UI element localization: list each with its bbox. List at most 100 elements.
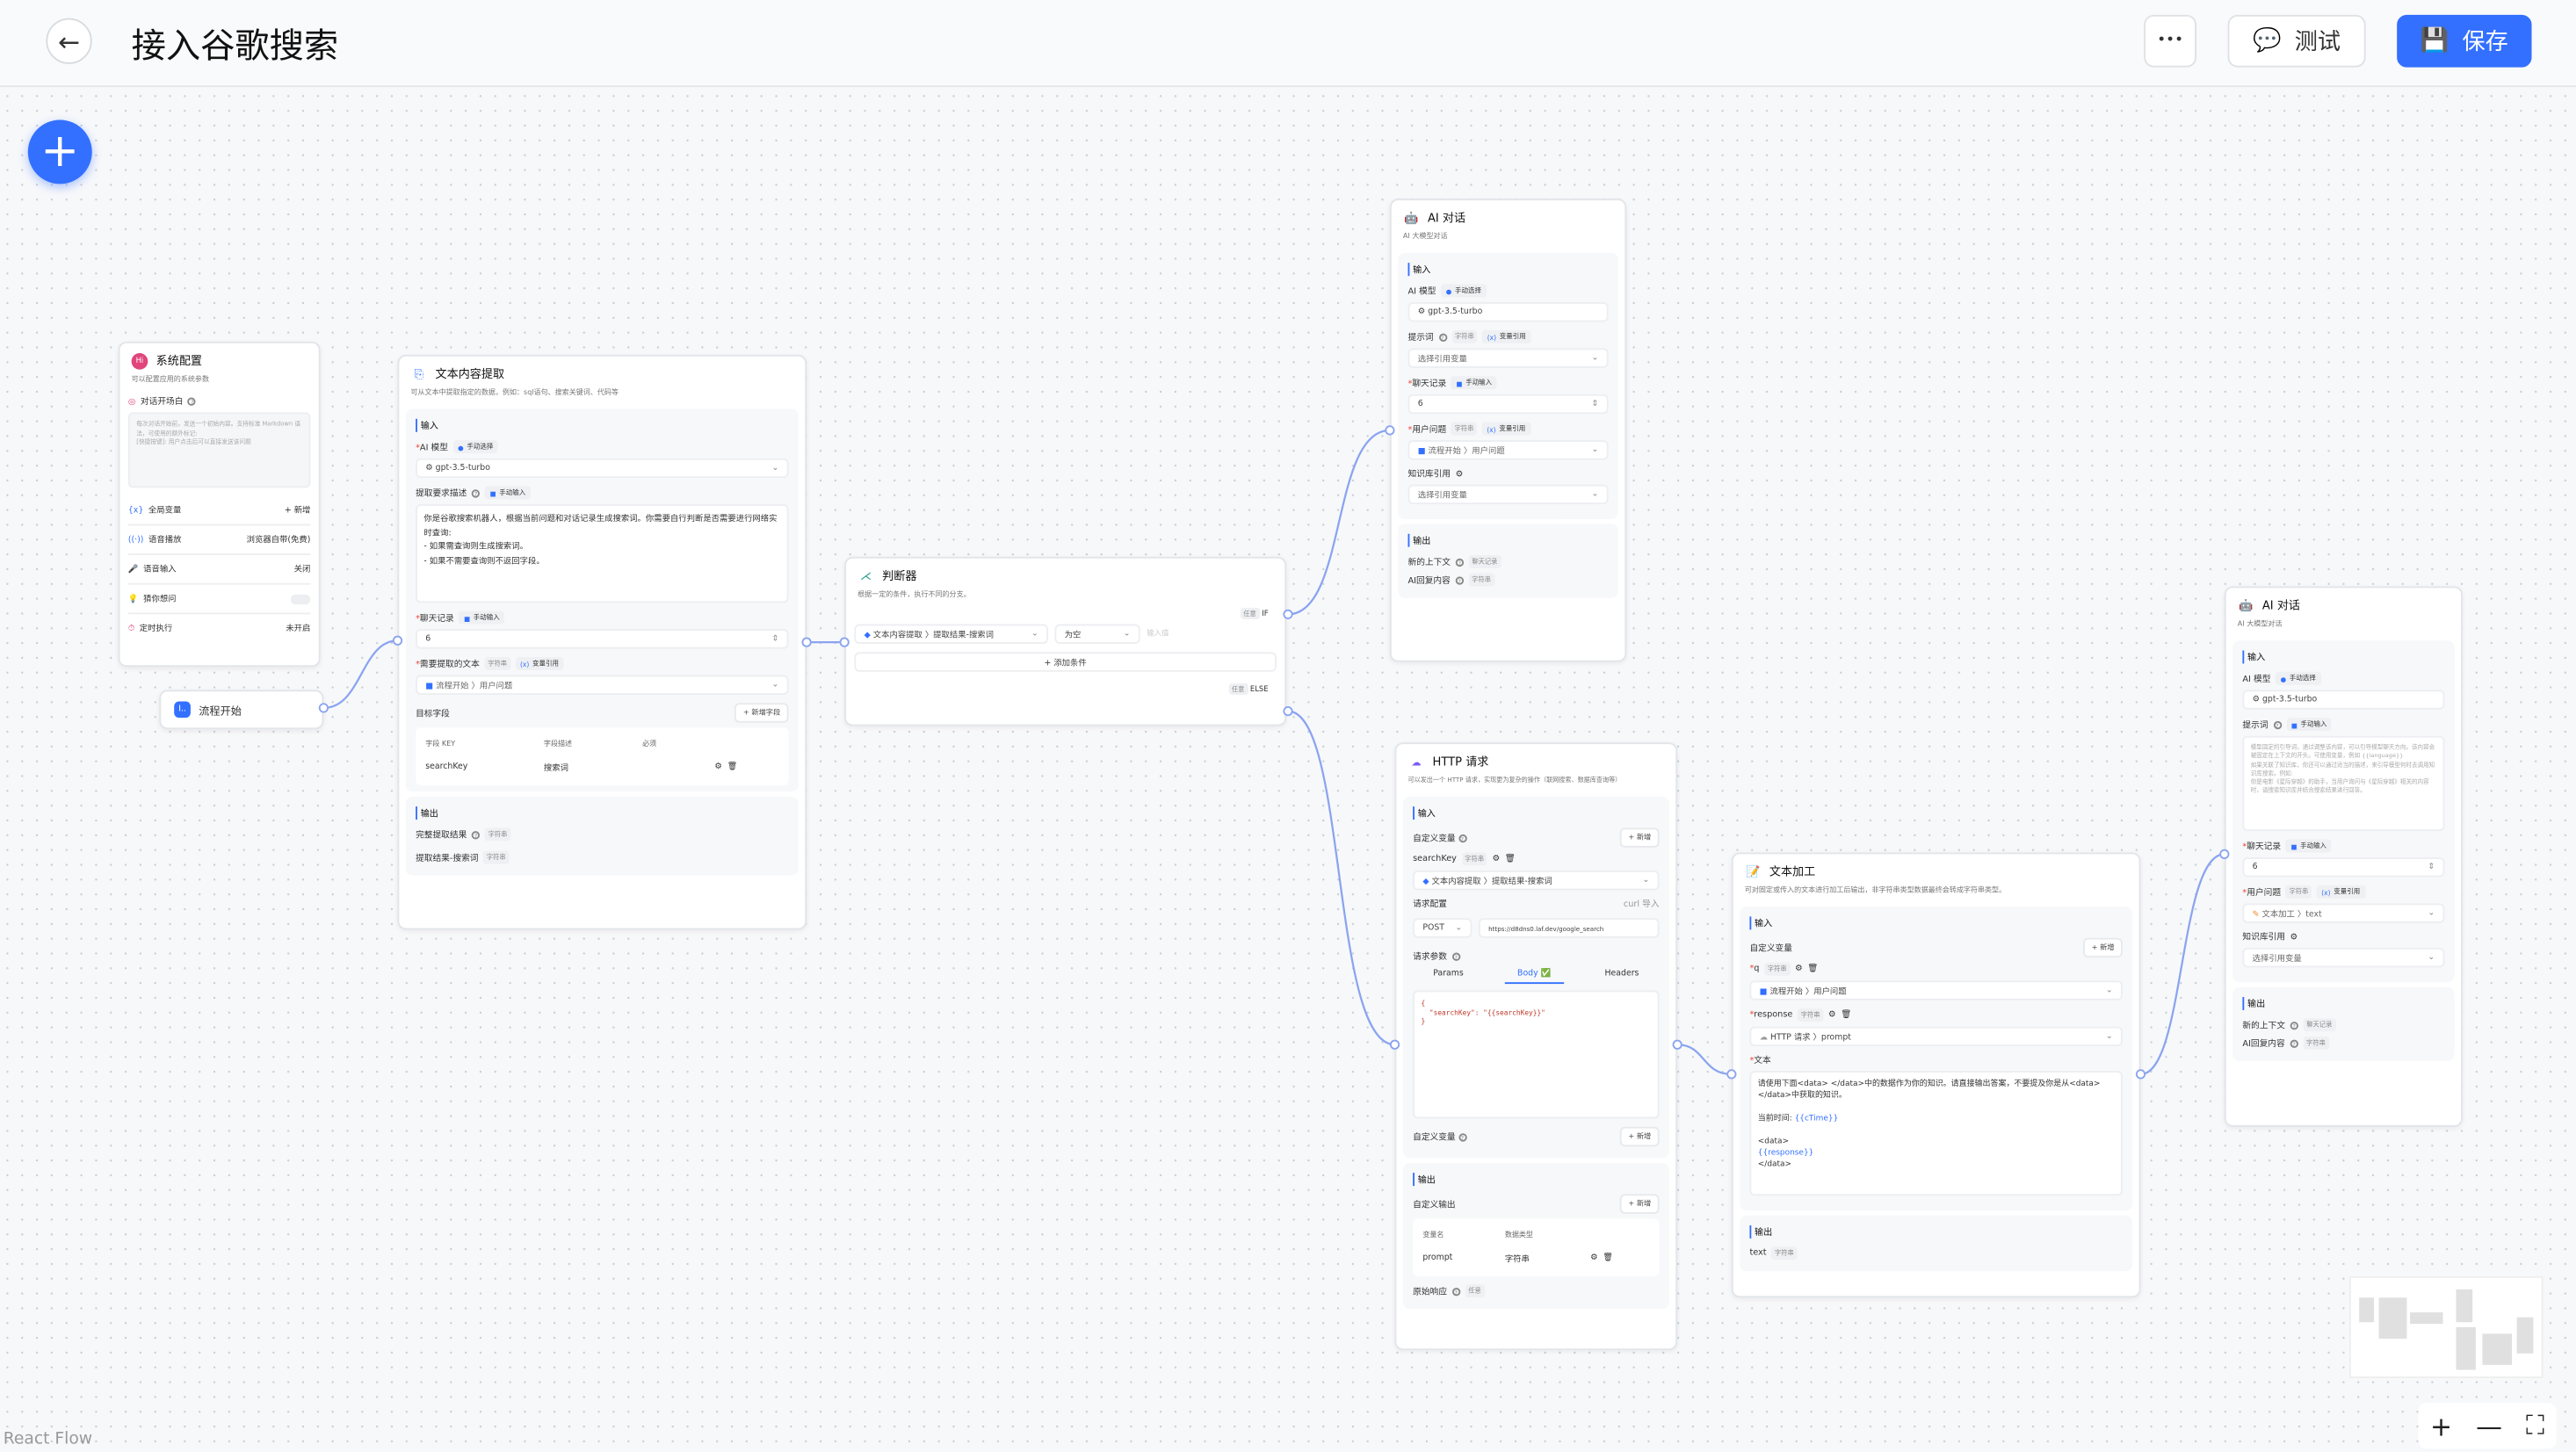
extract-prompt-textarea[interactable]: 你是谷歌搜索机器人，根据当前问题和对话记录生成搜索词。你需要自行判断是否需要进行… — [416, 504, 789, 603]
history-stepper[interactable]: 6⇕ — [416, 629, 789, 649]
history-stepper[interactable]: 6⇕ — [2242, 857, 2445, 878]
var-ref-tag[interactable]: (x)变量引用 — [1482, 329, 1531, 343]
judge-node[interactable]: ⋌判断器根据一定的条件，执行不同的分支。 任意 IF ◆ 文本内容提取 〉提取结… — [844, 556, 1287, 726]
stepper-arrows-icon[interactable]: ⇕ — [2428, 862, 2435, 872]
manual-input-tag[interactable]: ■手动输入 — [2285, 839, 2332, 853]
kb-select[interactable]: 选择引用变量⌄ — [2242, 947, 2445, 968]
fit-view-button[interactable]: ⛶ — [2526, 1409, 2544, 1441]
trash-icon[interactable]: 🗑 — [1807, 964, 1819, 974]
condition-value-input[interactable]: 输入值 — [1147, 631, 1169, 639]
trash-icon[interactable]: 🗑 — [1504, 854, 1516, 864]
text-editor[interactable]: 请使用下面<data> </data>中的数据作为你的知识。请直接输出答案，不要… — [1749, 1071, 2123, 1196]
model-select[interactable]: ⚙ gpt-3.5-turbo — [1407, 302, 1609, 322]
method-select[interactable]: POST⌄ — [1413, 918, 1473, 938]
manual-input-tag[interactable]: ■手动输入 — [1451, 376, 1497, 390]
test-button[interactable]: 💬测试 — [2227, 14, 2366, 68]
add-var-button[interactable]: + 新增 — [1619, 1126, 1660, 1147]
opening-textarea[interactable]: 每次对话开始前，发送一个初始内容。支持标准 Markdown 语法，可使用的额外… — [127, 412, 311, 488]
gear-icon[interactable]: ⚙ — [1827, 1009, 1836, 1021]
manual-select-tag[interactable]: ●手动选择 — [1441, 284, 1487, 298]
var-ref-tag[interactable]: (x)变量引用 — [1481, 422, 1530, 436]
gear-icon[interactable]: ⚙ — [2290, 932, 2298, 943]
zoom-in-button[interactable]: + — [2429, 1410, 2453, 1441]
var-ref-tag[interactable]: (x)变量引用 — [515, 656, 564, 670]
body-editor[interactable]: { "searchKey": "{{searchKey}}" } — [1413, 990, 1660, 1119]
react-flow-attribution[interactable]: React Flow — [3, 1430, 93, 1449]
else-handle[interactable] — [1283, 706, 1293, 717]
text-select[interactable]: ■ 流程开始 〉用户问题⌄ — [416, 675, 789, 695]
gear-icon[interactable]: ⚙ — [1590, 1253, 1598, 1263]
input-handle[interactable] — [1385, 425, 1395, 436]
input-handle[interactable] — [392, 635, 403, 646]
add-output-button[interactable]: + 新增 — [1619, 1194, 1660, 1214]
stepper-arrows-icon[interactable]: ⇕ — [1591, 399, 1599, 409]
question-select[interactable]: ■ 流程开始 〉用户问题⌄ — [1407, 440, 1609, 460]
more-button[interactable]: ••• — [2144, 14, 2197, 68]
condition-operator-select[interactable]: 为空⌄ — [1054, 624, 1140, 645]
var-ref-tag[interactable]: (x)变量引用 — [2316, 885, 2365, 899]
suggest-row[interactable]: 💡猜你想问 — [127, 585, 311, 615]
tts-row[interactable]: ((·))语音播放浏览器自带(免费) — [127, 525, 311, 556]
zoom-out-button[interactable]: — — [2476, 1410, 2503, 1441]
manual-select-tag[interactable]: ●手动选择 — [2276, 671, 2321, 685]
var-value-select[interactable]: ☁ HTTP 请求 〉prompt⌄ — [1749, 1026, 2123, 1047]
curl-import-button[interactable]: curl 导入 — [1623, 899, 1660, 910]
gear-icon[interactable]: ⚙ — [1794, 964, 1803, 974]
output-handle[interactable] — [1672, 1039, 1682, 1050]
manual-input-tag[interactable]: ■手动输入 — [484, 486, 531, 500]
gear-icon[interactable]: ⚙ — [1492, 854, 1501, 864]
if-handle[interactable] — [1283, 609, 1293, 619]
input-handle[interactable] — [1389, 1039, 1400, 1050]
var-value-select[interactable]: ■ 流程开始 〉用户问题⌄ — [1749, 980, 2123, 1001]
input-handle[interactable] — [839, 637, 850, 647]
save-button[interactable]: 💾保存 — [2397, 14, 2532, 68]
var-value-select[interactable]: ◆ 文本内容提取 〉提取结果-搜索词⌄ — [1413, 870, 1660, 891]
text-extract-node[interactable]: ⎘文本内容提取可从文本中提取指定的数据，例如：sql语句、搜索关键词、代码等 输… — [397, 354, 807, 930]
url-input[interactable]: https://d8dns0.laf.dev/google_search — [1478, 918, 1660, 938]
input-handle[interactable] — [1726, 1069, 1737, 1080]
gear-icon[interactable]: ⚙ — [1455, 468, 1464, 480]
tab-params[interactable]: Params — [1433, 969, 1464, 979]
prompt-select[interactable]: 选择引用变量⌄ — [1407, 348, 1609, 368]
trash-icon[interactable]: 🗑 — [727, 762, 738, 772]
suggest-toggle[interactable] — [290, 593, 311, 604]
http-request-node[interactable]: ☁HTTP 请求可以发出一个 HTTP 请求，实现更为复杂的操作（联网搜索、数据… — [1394, 742, 1678, 1351]
model-select[interactable]: ⚙ gpt-3.5-turbo⌄ — [416, 458, 789, 479]
add-field-button[interactable]: + 新增字段 — [734, 703, 789, 723]
tab-body[interactable]: Body ✅ — [1504, 969, 1565, 985]
manual-select-tag[interactable]: ●手动选择 — [452, 440, 498, 454]
tab-headers[interactable]: Headers — [1604, 969, 1639, 979]
output-handle[interactable] — [318, 703, 329, 713]
voice-input-row[interactable]: 🎤语音输入关闭 — [127, 555, 311, 585]
add-condition-button[interactable]: + 添加条件 — [854, 652, 1277, 672]
global-vars-row[interactable]: {x}全局变量+ 新增 — [127, 496, 311, 526]
manual-input-tag[interactable]: ■手动输入 — [2286, 718, 2333, 732]
condition-variable-select[interactable]: ◆ 文本内容提取 〉提取结果-搜索词⌄ — [854, 624, 1048, 645]
model-select[interactable]: ⚙ gpt-3.5-turbo — [2242, 690, 2445, 710]
add-global-var-button[interactable]: + 新增 — [284, 505, 311, 517]
gear-icon[interactable]: ⚙ — [714, 762, 722, 772]
output-handle[interactable] — [801, 637, 812, 647]
back-button[interactable]: ← — [46, 18, 92, 64]
trash-icon[interactable]: 🗑 — [1603, 1253, 1614, 1263]
question-select[interactable]: ✎ 文本加工 〉text⌄ — [2242, 903, 2445, 923]
flow-start-node[interactable]: I..流程开始 — [159, 690, 324, 730]
text-process-node[interactable]: 📝文本加工可对固定或传入的文本进行加工后输出，非字符串类型数据最终会转成字符串类… — [1731, 852, 2141, 1298]
add-node-button[interactable]: + — [27, 119, 92, 184]
trash-icon[interactable]: 🗑 — [1841, 1009, 1852, 1021]
stepper-arrows-icon[interactable]: ⇕ — [771, 633, 779, 645]
kb-select[interactable]: 选择引用变量⌄ — [1407, 484, 1609, 505]
add-var-button[interactable]: + 新增 — [1619, 827, 1660, 848]
input-handle[interactable] — [2219, 849, 2230, 859]
minimap[interactable] — [2348, 1275, 2543, 1378]
output-handle[interactable] — [2135, 1069, 2146, 1080]
schedule-row[interactable]: ⏱定时执行未开启 — [128, 614, 311, 642]
prompt-textarea[interactable]: 模型固定的引导词，通过调整该内容，可以引导模型聊天方向。该内容会被固定在上下文的… — [2242, 735, 2445, 832]
history-stepper[interactable]: 6⇕ — [1407, 394, 1609, 415]
manual-input-tag[interactable]: ■手动输入 — [459, 610, 505, 625]
add-var-button[interactable]: + 新增 — [2083, 937, 2123, 958]
